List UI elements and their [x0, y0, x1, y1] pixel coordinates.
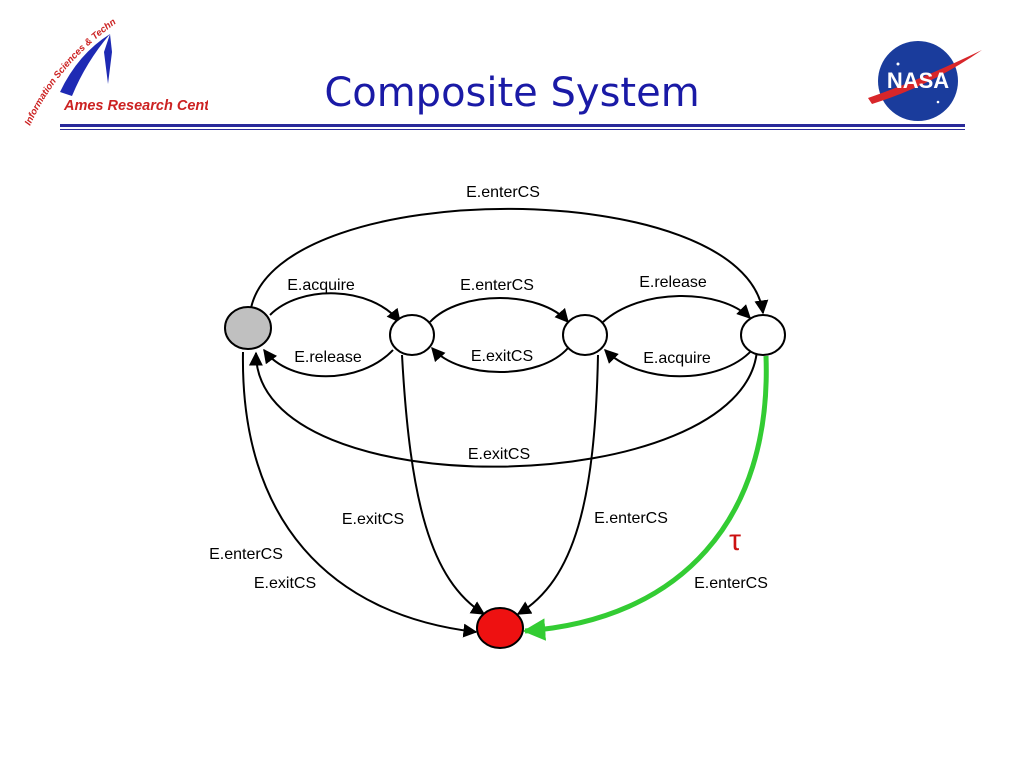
- nasa-star-icon: [896, 62, 900, 66]
- title-divider-thin: [60, 129, 965, 130]
- ames-rocket-icon: [104, 34, 112, 84]
- slide-title: Composite System: [324, 70, 700, 116]
- nasa-star-icon: [936, 100, 940, 104]
- label-release3: E.release: [639, 274, 707, 291]
- label-release1: E.release: [294, 349, 362, 366]
- edge-s3-to-error-tau: [522, 355, 769, 641]
- edge-s3-to-initial-exit: [248, 349, 758, 468]
- edge-s1-to-initial-release: [263, 348, 394, 378]
- label-top-enter: E.enterCS: [466, 184, 540, 201]
- state-s3: [740, 314, 786, 356]
- state-s1: [389, 314, 435, 356]
- ames-swoosh-icon: [60, 34, 110, 96]
- label-tau: τ: [729, 524, 741, 557]
- state-s2: [562, 314, 608, 356]
- edge-s1-to-error-exit: [401, 354, 486, 615]
- label-exit-back: E.exitCS: [468, 446, 530, 463]
- edge-initial-to-s3-enter: [250, 207, 769, 315]
- ames-logo: Information Sciences & Technology Ames R…: [8, 14, 208, 127]
- state-initial: [224, 306, 272, 350]
- label-left-exit: E.exitCS: [254, 575, 316, 592]
- nasa-chevron-icon: [868, 50, 982, 104]
- edge-s2-to-s3-release: [602, 295, 751, 323]
- title-divider: [60, 124, 965, 127]
- label-s3-enter: E.enterCS: [694, 575, 768, 592]
- state-error: [476, 607, 524, 649]
- label-acquire1: E.acquire: [287, 277, 355, 294]
- nasa-wordmark: NASA: [887, 68, 949, 93]
- label-s2-enter: E.enterCS: [594, 510, 668, 527]
- edge-s2-to-error-enter: [516, 354, 599, 615]
- label-enter2: E.enterCS: [460, 277, 534, 294]
- edge-s1-to-s2-enter: [429, 297, 569, 324]
- edge-initial-to-error: [241, 351, 478, 638]
- label-s1-exit: E.exitCS: [342, 511, 404, 528]
- edge-s3-to-s2-acquire: [604, 349, 753, 378]
- edge-s2-to-s1-exit: [431, 346, 569, 373]
- nasa-logo: NASA: [868, 41, 982, 121]
- edge-initial-to-s1-acquire: [269, 292, 401, 324]
- label-left-enter: E.enterCS: [209, 546, 283, 563]
- label-acquire3: E.acquire: [643, 350, 711, 367]
- ames-wordmark: Ames Research Center: [63, 98, 208, 114]
- label-exit2: E.exitCS: [471, 348, 533, 365]
